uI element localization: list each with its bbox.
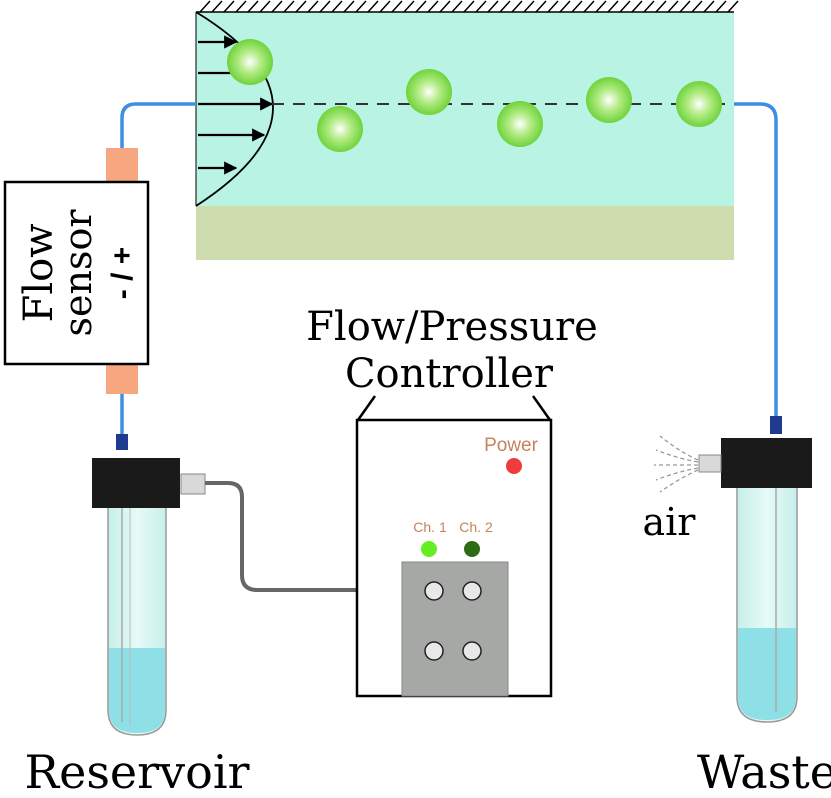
wall-hatch-mark <box>295 0 307 13</box>
wall-hatch-mark <box>475 0 487 13</box>
reservoir-cap <box>92 458 180 508</box>
controller-port-panel <box>401 561 509 697</box>
wall-hatch-mark <box>691 0 703 13</box>
controller-ports <box>424 581 482 661</box>
wall-hatch-mark <box>523 0 535 13</box>
wall-hatch-mark <box>571 0 583 13</box>
tubing <box>120 102 778 440</box>
wall-hatch-mark <box>331 0 343 13</box>
wall-hatch-mark <box>343 0 355 13</box>
wall-hatch-mark <box>403 0 415 13</box>
reservoir-tube-fitting <box>116 434 128 450</box>
wall-hatch-mark <box>259 0 271 13</box>
controller: Flow/Pressure Controller Power Ch. 1 Ch.… <box>306 304 598 698</box>
wall-hatch-mark <box>391 0 403 13</box>
wall-hatch-mark <box>247 0 259 13</box>
wall-hatch-mark <box>439 0 451 13</box>
ch2-led-icon <box>464 541 480 557</box>
wall-hatch-mark <box>559 0 571 13</box>
ch1-led-icon <box>421 541 437 557</box>
controller-top-edge-right <box>531 395 552 421</box>
wall-hatch-mark <box>631 0 643 13</box>
waste-tube-fitting <box>770 416 782 434</box>
air-label: air <box>643 500 697 544</box>
wall-hatch-mark <box>487 0 499 13</box>
wall-hatch-mark <box>415 0 427 13</box>
port-icon <box>462 641 482 661</box>
particle-icon <box>586 77 632 123</box>
particle-icon <box>317 106 363 152</box>
channel-top-wall <box>196 0 739 13</box>
waste-cap <box>721 438 812 488</box>
channel-fluid <box>196 12 734 206</box>
wall-hatch-mark <box>199 0 211 13</box>
wall-hatch-mark <box>727 0 739 13</box>
wall-hatch-mark <box>379 0 391 13</box>
pressure-line <box>205 481 434 592</box>
port-icon <box>424 581 444 601</box>
wall-hatch-mark <box>595 0 607 13</box>
particles <box>227 39 722 152</box>
sensor-connector-bottom <box>106 362 138 394</box>
flow-sensor-label-line2: sensor <box>56 209 100 337</box>
waste-air-fitting <box>698 454 722 473</box>
wall-hatch-mark <box>307 0 319 13</box>
controller-label-line2: Controller <box>345 351 554 397</box>
wall-hatch-mark <box>451 0 463 13</box>
particle-icon <box>497 101 543 147</box>
waste-label: Waste <box>697 745 831 798</box>
channel-floor <box>196 206 734 260</box>
waste: air Waste <box>643 416 831 798</box>
wall-hatch-mark <box>319 0 331 13</box>
wall-hatch-mark <box>223 0 235 13</box>
wall-hatch-mark <box>235 0 247 13</box>
controller-top-edge-left <box>356 395 377 421</box>
wall-hatch-mark <box>607 0 619 13</box>
wall-hatch-mark <box>679 0 691 13</box>
wall-hatch-mark <box>463 0 475 13</box>
wall-hatch-mark <box>715 0 727 13</box>
power-led-icon <box>506 458 522 474</box>
air-spray-icon <box>654 435 699 493</box>
microchannel <box>195 0 739 260</box>
port-icon <box>462 581 482 601</box>
reservoir-air-fitting <box>180 473 206 495</box>
inlet-tube <box>120 102 196 150</box>
flow-sensor-box <box>3 180 150 366</box>
flow-sensor-sign: - / + <box>106 247 139 300</box>
wall-hatch-mark <box>583 0 595 13</box>
ch2-label: Ch. 2 <box>459 519 493 535</box>
wall-hatch-mark <box>271 0 283 13</box>
wall-hatch-mark <box>511 0 523 13</box>
power-label: Power <box>484 435 539 456</box>
sensor-connector-top <box>106 148 138 184</box>
wall-hatch-mark <box>619 0 631 13</box>
particle-icon <box>406 69 452 115</box>
wall-hatch-mark <box>703 0 715 13</box>
wall-hatch-mark <box>547 0 559 13</box>
wall-hatch-mark <box>667 0 679 13</box>
wall-hatch-mark <box>655 0 667 13</box>
wall-hatch-mark <box>643 0 655 13</box>
wall-hatch-mark <box>427 0 439 13</box>
reservoir: Reservoir <box>24 434 250 798</box>
wall-hatch-mark <box>535 0 547 13</box>
wall-hatch-mark <box>367 0 379 13</box>
wall-hatch-mark <box>283 0 295 13</box>
ch1-label: Ch. 1 <box>413 519 447 535</box>
port-icon <box>424 641 444 661</box>
wall-hatch-mark <box>355 0 367 13</box>
reservoir-liquid <box>109 648 165 733</box>
wall-hatch-mark <box>211 0 223 13</box>
flow-sensor: Flow sensor - / + <box>3 148 150 394</box>
particle-icon <box>227 39 273 85</box>
wall-hatch-mark <box>499 0 511 13</box>
flow-sensor-label-line1: Flow <box>16 224 62 323</box>
waste-liquid <box>738 628 796 720</box>
controller-label-line1: Flow/Pressure <box>306 304 598 350</box>
particle-icon <box>676 81 722 127</box>
outlet-tube <box>734 102 778 420</box>
reservoir-label: Reservoir <box>24 745 249 798</box>
